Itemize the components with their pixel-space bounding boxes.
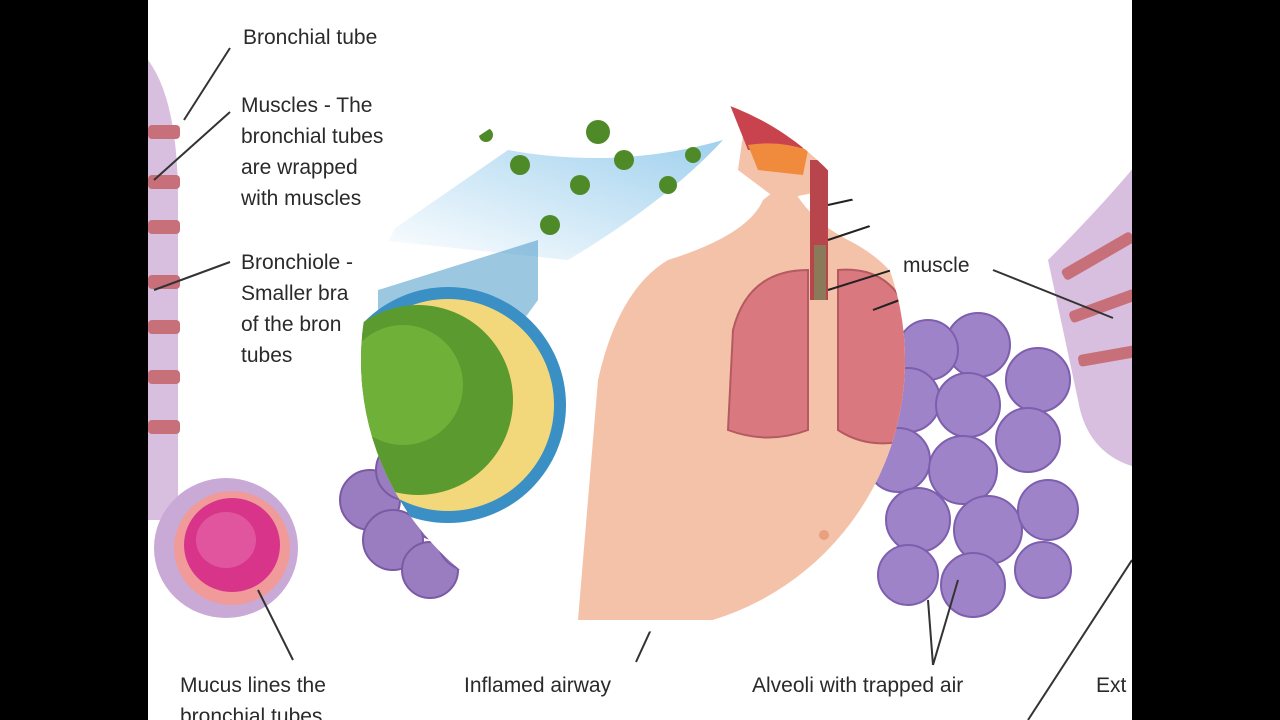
- diagram-frame: Bronchial tube Muscles - The bronchial t…: [148, 0, 1132, 720]
- breath-cone: [378, 140, 723, 260]
- label-mucus-line-2: bronchial tubes: [180, 705, 323, 720]
- label-bronchiole-line-3: of the bron: [241, 313, 342, 336]
- label-muscles: Muscles - The bronchial tubes are wrappe…: [241, 90, 383, 214]
- label-bronchiole-line-1: Bronchiole -: [241, 251, 354, 274]
- label-bronchiole: Bronchiole - Smaller bra of the bron tub…: [241, 247, 353, 371]
- airborne-viruses: [479, 120, 701, 235]
- label-ext: Ext: [1096, 674, 1127, 697]
- label-inflamed-airway: Inflamed airway: [464, 674, 612, 697]
- right-lung: [837, 268, 905, 445]
- label-mucus-line-1: Mucus lines the: [180, 674, 326, 697]
- label-mucus: Mucus lines the bronchial tubes: [180, 670, 326, 720]
- label-bronchial-tube: Bronchial tube: [243, 26, 378, 49]
- label-muscles-line-3: are wrapped: [241, 156, 358, 179]
- label-alveoli: Alveoli with trapped air: [752, 674, 964, 697]
- label-bronchiole-line-2: Smaller bra: [241, 282, 349, 305]
- label-muscle-right: muscle: [903, 254, 970, 277]
- right-alveoli: [635, 169, 1132, 720]
- center-illustration: [361, 88, 905, 632]
- label-muscles-line-2: bronchial tubes: [241, 125, 384, 148]
- label-muscles-line-4: with muscles: [241, 187, 362, 210]
- label-bronchiole-line-4: tubes: [241, 344, 293, 367]
- label-muscles-line-1: Muscles - The: [241, 94, 373, 117]
- left-lung: [726, 268, 809, 439]
